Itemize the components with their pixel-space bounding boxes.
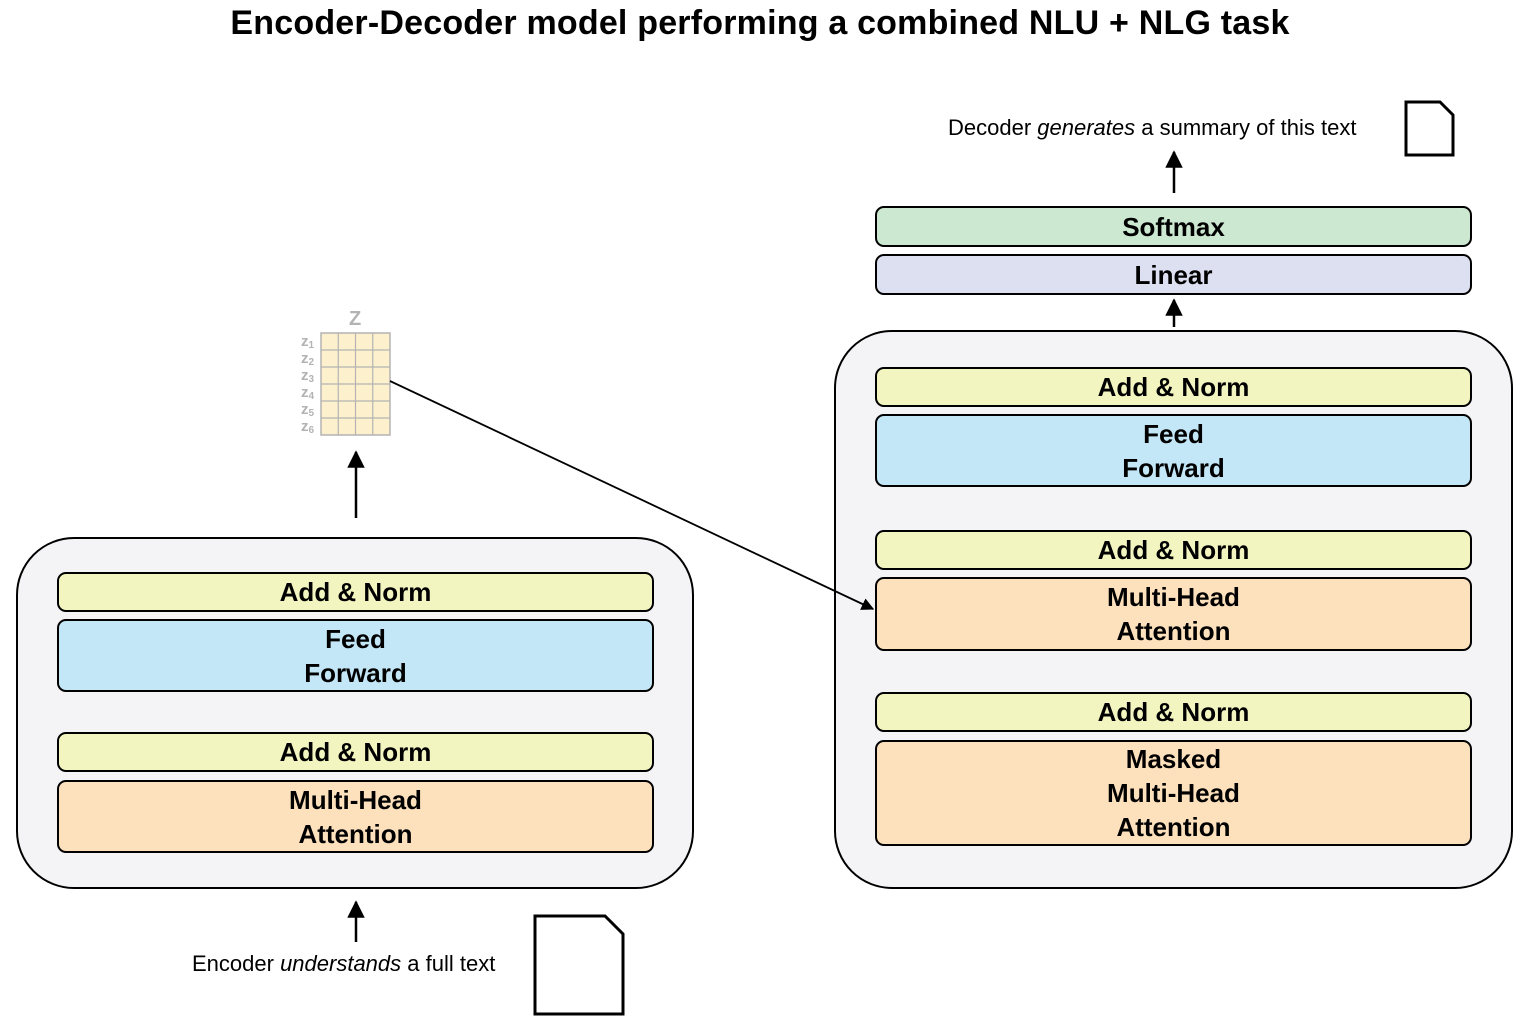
z-row-label: z3	[301, 367, 315, 385]
z-matrix	[320, 332, 391, 436]
decoder-feed-forward: Feed Forward	[875, 414, 1472, 487]
decoder-add-norm-bottom: Add & Norm	[875, 692, 1472, 732]
decoder-caption: Decoder generates a summary of this text	[948, 115, 1356, 141]
decoder-masked-multi-head-attention: Masked Multi-Head Attention	[875, 740, 1472, 846]
encoder-caption-prefix: Encoder	[192, 951, 281, 976]
encoder-caption-suffix: a full text	[401, 951, 496, 976]
encoder-feed-forward: Feed Forward	[57, 619, 654, 692]
encoder-add-norm-bottom: Add & Norm	[57, 732, 654, 772]
decoder-add-norm-middle: Add & Norm	[875, 530, 1472, 570]
encoder-multi-head-attention: Multi-Head Attention	[57, 780, 654, 853]
decoder-softmax: Softmax	[875, 206, 1472, 247]
decoder-multi-head-attention: Multi-Head Attention	[875, 577, 1472, 651]
decoder-caption-suffix: a summary of this text	[1135, 115, 1357, 140]
z-row-label: z4	[301, 384, 315, 402]
z-row-label: z5	[301, 401, 315, 419]
page-title: Encoder-Decoder model performing a combi…	[230, 4, 1290, 42]
encoder-add-norm-top: Add & Norm	[57, 572, 654, 612]
z-row-label: z1	[301, 333, 315, 351]
encoder-caption: Encoder understands a full text	[192, 951, 495, 977]
z-row-label: z2	[301, 350, 315, 368]
decoder-add-norm-top: Add & Norm	[875, 367, 1472, 407]
z-row-label: z6	[301, 418, 315, 436]
z-matrix-label: Z	[349, 308, 362, 330]
document-icon	[1404, 100, 1455, 157]
document-icon	[533, 914, 625, 1016]
decoder-caption-emphasis: generates	[1037, 115, 1136, 140]
arrow-z-to-decoder-attention	[389, 380, 875, 610]
decoder-caption-prefix: Decoder	[948, 115, 1038, 140]
decoder-linear: Linear	[875, 254, 1472, 295]
encoder-caption-emphasis: understands	[280, 951, 402, 976]
